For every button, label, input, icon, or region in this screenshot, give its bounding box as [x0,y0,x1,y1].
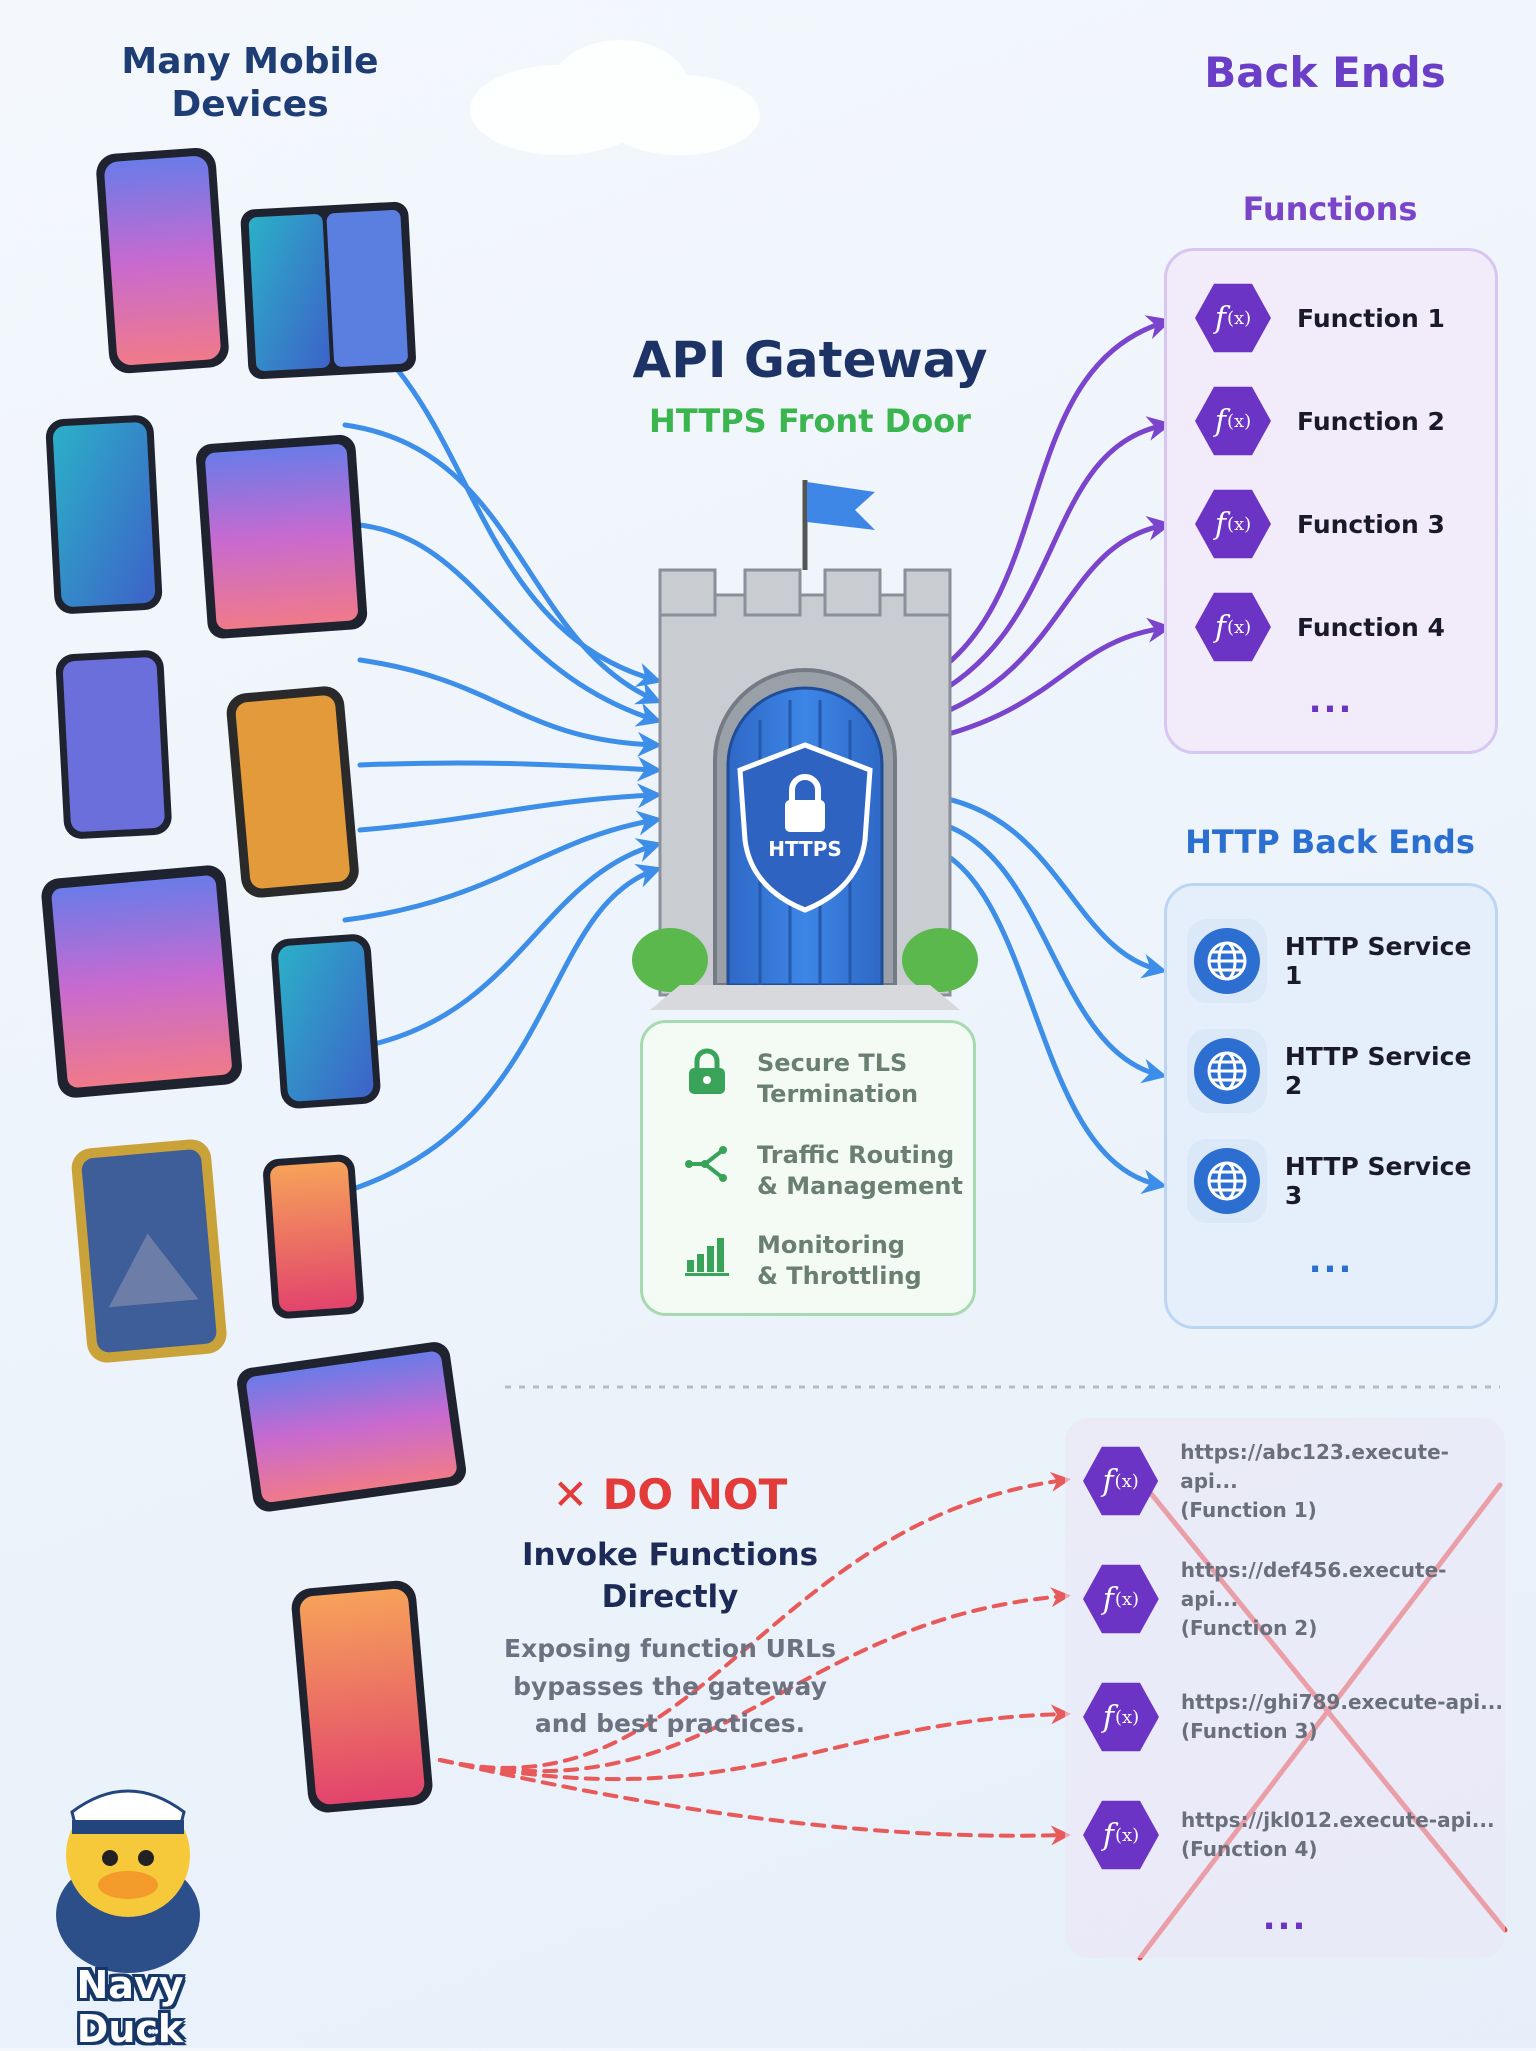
shield-https-label: HTTPS [768,837,842,861]
tablet-device [196,434,368,639]
globe-icon [1193,928,1260,994]
bar-chart-icon [683,1230,731,1278]
http-service-item: HTTP Service 1 [1187,916,1487,1006]
backends-title: Back Ends [1204,48,1446,97]
rugged-phone-device [226,686,359,898]
http-service-label: HTTP Service 3 [1284,1152,1472,1210]
function-item: f(x) Function 1 [1195,278,1475,358]
gateway-to-function-arrows [922,315,1173,743]
functions-panel: f(x) Function 1 f(x) Function 2 f(x) Fun… [1164,248,1498,754]
phone-device [263,1154,364,1319]
http-service-label: HTTP Service 2 [1284,1042,1472,1100]
devices-title: Many Mobile Devices [121,41,379,126]
function-urls-more: ... [1262,1898,1308,1938]
gateway-features-box: Secure TLS Termination Traffic Routing & M… [640,1020,976,1316]
lock-icon [683,1048,731,1096]
function-label: Function 2 [1297,406,1445,436]
phone-device [96,147,229,374]
feature-line: Traffic Routing [757,1141,955,1169]
function-icon: f(x) [1195,489,1271,559]
function-icon: f(x) [1195,386,1271,456]
gateway-to-http-arrows [922,792,1168,1194]
feature-item: Monitoring & Throttling [683,1230,922,1292]
phone-device [271,934,381,1109]
http-service-label: HTTP Service 1 [1284,932,1472,990]
globe-icon [1193,1148,1260,1214]
function-url: https://def456.execute-api... [1180,1557,1447,1611]
function-url-name: (Function 4) [1181,1837,1318,1861]
do-not-description: Exposing function URLs bypasses the gate… [504,1634,836,1738]
tablet-device [237,1342,467,1512]
functions-title: Functions [1242,190,1418,228]
routing-icon [683,1140,731,1188]
function-url-item: f(x) https://def456.execute-api... (Funct… [1083,1554,1503,1644]
feature-line: & Management [757,1172,963,1201]
mascot-label: Navy Duck [76,1963,184,2051]
feature-line: Secure TLS [757,1049,908,1077]
do-not-subtitle: Invoke Functions Directly [521,1537,819,1615]
function-item: f(x) Function 4 [1195,587,1475,667]
http-backends-more: ... [1308,1241,1354,1281]
function-icon: f(x) [1083,1800,1159,1870]
feature-line: Termination [757,1080,919,1109]
function-icon: f(x) [1083,1682,1159,1752]
function-url-item: f(x) https://jkl012.execute-api... (Funct… [1083,1790,1503,1880]
function-icon: f(x) [1195,592,1271,662]
function-label: Function 4 [1297,612,1445,642]
phone-device [45,415,163,614]
function-url: https://abc123.execute-api... [1180,1439,1449,1493]
function-url-name: (Function 3) [1181,1719,1318,1743]
gateway-title: API Gateway [632,331,988,389]
function-icon: f(x) [1083,1446,1159,1516]
http-backends-panel: HTTP Service 1 HTTP Service 2 HTTP Servi… [1164,883,1498,1329]
castle-gateway-illustration [632,480,978,1010]
mobile-devices-group [41,147,467,1813]
direct-function-urls-panel: f(x) https://abc123.execute-api... (Funct… [1065,1418,1505,1958]
cloud-decoration [470,40,760,155]
phone-device [55,650,172,839]
http-backends-title: HTTP Back Ends [1185,823,1475,861]
direct-invoke-arrows [438,1471,1071,1846]
red-x-icon: ✕ [552,1470,588,1519]
function-url: https://jkl012.execute-api... [1181,1808,1495,1832]
gateway-subtitle: HTTPS Front Door [649,402,971,440]
function-url-item: f(x) https://abc123.execute-api... (Funct… [1083,1436,1503,1526]
function-icon: f(x) [1195,283,1271,353]
function-icon: f(x) [1083,1564,1159,1634]
navy-duck-mascot [56,1789,200,1973]
function-url-name: (Function 2) [1180,1615,1318,1640]
function-url-name: (Function 1) [1180,1497,1317,1522]
do-not-title: ✕ DO NOT [552,1470,788,1519]
function-url-item: f(x) https://ghi789.execute-api... (Funct… [1083,1672,1503,1762]
phone-device [291,1580,433,1813]
functions-more: ... [1308,681,1354,721]
foldable-device [240,201,416,380]
function-item: f(x) Function 2 [1195,381,1475,461]
rugged-phone-device [71,1139,227,1363]
function-url: https://ghi789.execute-api... [1181,1690,1503,1714]
function-item: f(x) Function 3 [1195,484,1475,564]
function-label: Function 1 [1297,303,1445,333]
feature-item: Secure TLS Termination [683,1048,918,1110]
tablet-device [41,865,242,1098]
http-service-item: HTTP Service 2 [1187,1026,1487,1116]
feature-line: Monitoring [757,1231,905,1259]
globe-icon [1193,1038,1260,1104]
function-label: Function 3 [1297,509,1445,539]
feature-line: & Throttling [757,1262,922,1291]
feature-item: Traffic Routing & Management [683,1140,963,1202]
http-service-item: HTTP Service 3 [1187,1136,1487,1226]
